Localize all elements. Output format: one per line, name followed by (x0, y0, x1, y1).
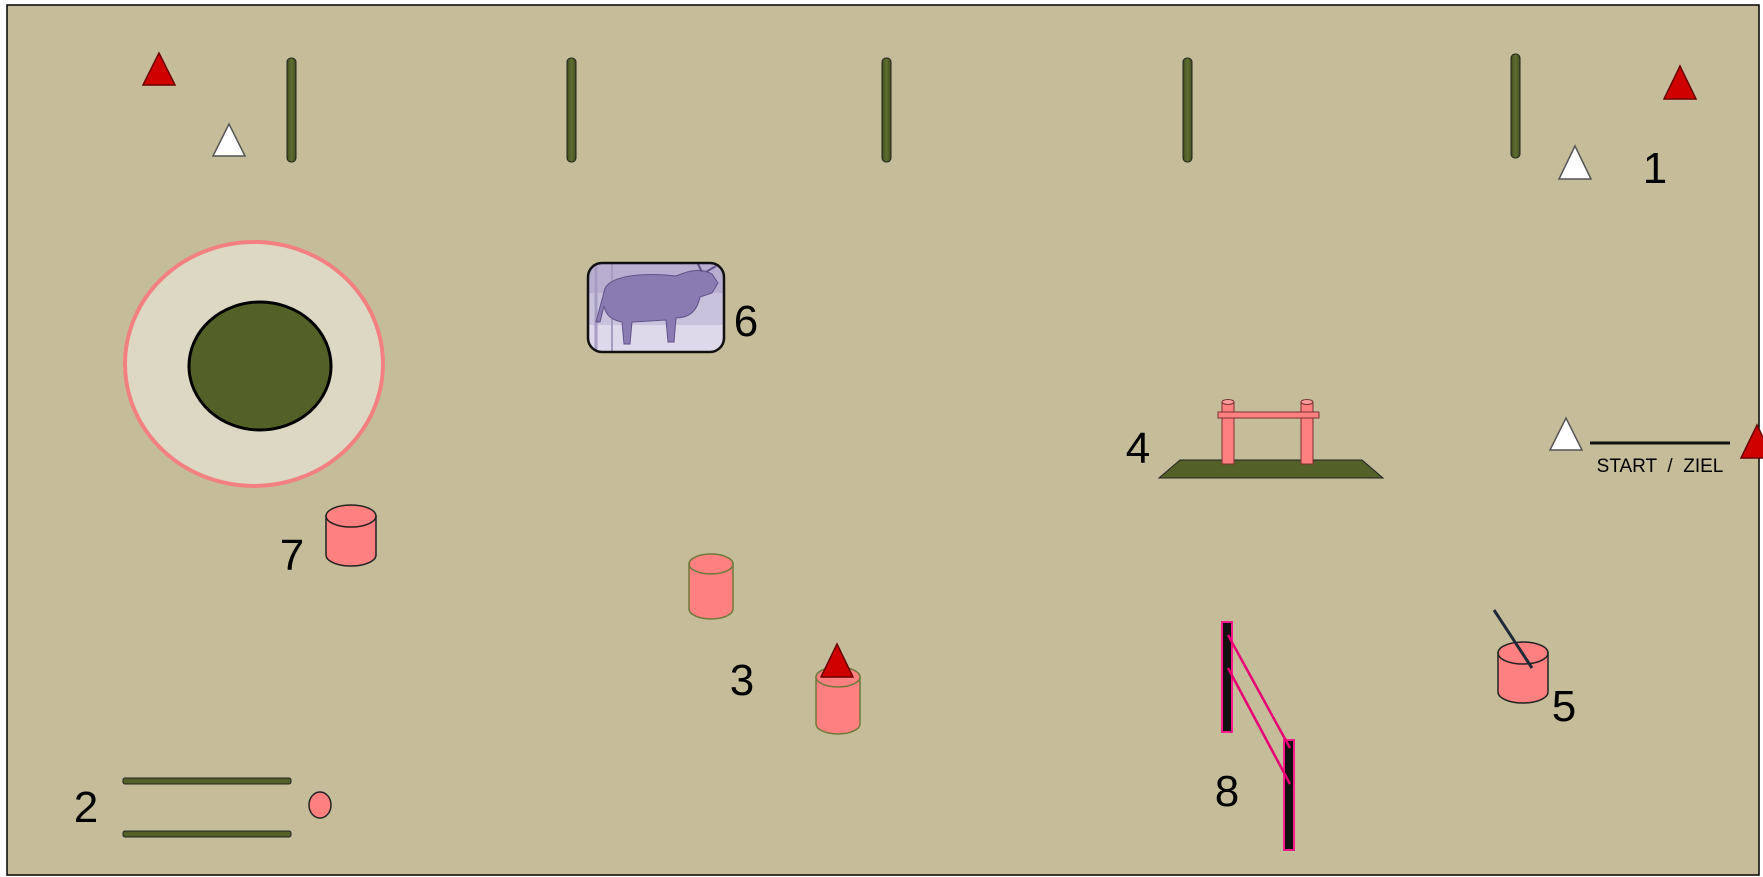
station-8-number: 8 (1215, 767, 1239, 816)
station-7-ring (125, 242, 383, 486)
station-4-number: 4 (1126, 424, 1150, 473)
bridge-icon (1159, 460, 1383, 478)
ring-center (189, 302, 331, 430)
station-6-number: 6 (734, 297, 758, 346)
station-5-number: 5 (1552, 682, 1576, 731)
pole-icon (1511, 54, 1520, 158)
pole-icon (567, 58, 576, 162)
station-7-number: 7 (280, 531, 304, 580)
barrel-icon (689, 554, 733, 619)
station-2-number: 2 (74, 783, 98, 832)
pole-icon (287, 58, 296, 162)
marker-icon (309, 792, 331, 818)
start-finish-label: START / ZIEL (1597, 456, 1724, 477)
barrel-icon (326, 505, 376, 566)
station-1-number: 1 (1643, 144, 1667, 193)
barrel-icon (1498, 642, 1548, 703)
rail-top (123, 778, 291, 784)
rail-bottom (123, 831, 291, 837)
post-right (1284, 740, 1294, 850)
pole-icon (1183, 58, 1192, 162)
station-3-number: 3 (730, 656, 754, 705)
pole-icon (882, 58, 891, 162)
bull-picture-icon (588, 263, 724, 352)
